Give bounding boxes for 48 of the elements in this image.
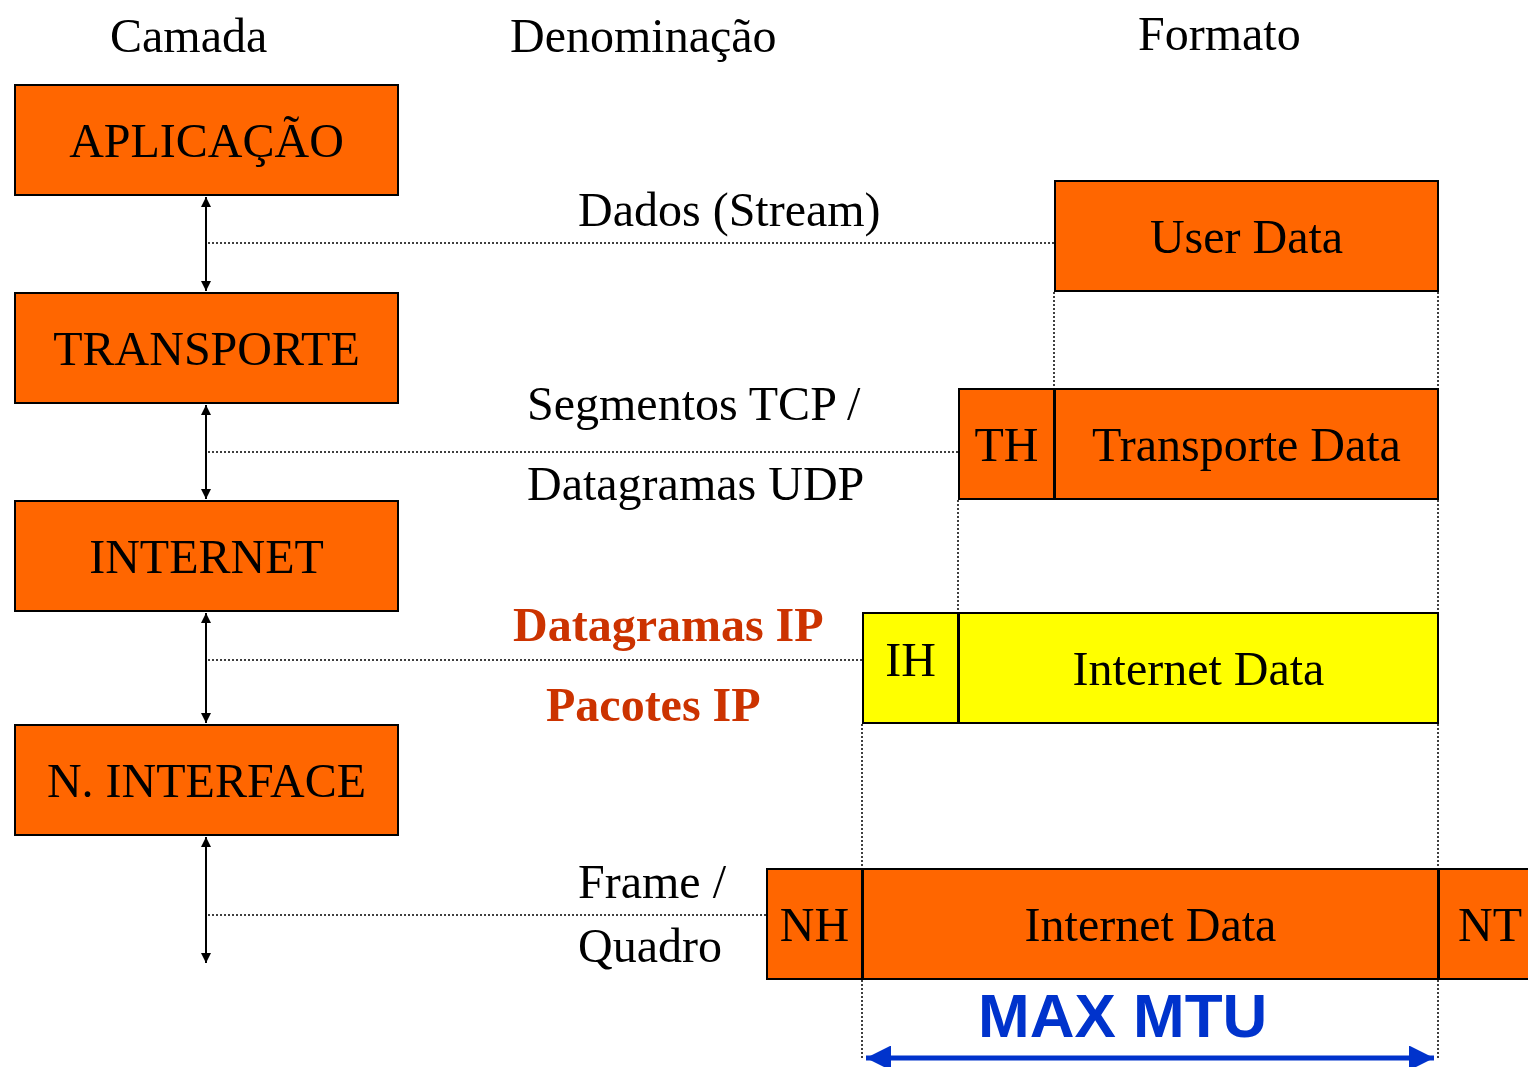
dotted-guide-line <box>1053 291 1055 389</box>
field-label: INTERNET <box>89 528 324 584</box>
header-field <box>862 612 959 724</box>
dotted-connector <box>207 451 959 453</box>
field-label: Transporte Data <box>1092 416 1401 472</box>
double-arrow <box>201 404 211 500</box>
data-field <box>958 612 1439 724</box>
layer-box <box>14 724 399 836</box>
unit-name: Pacotes IP <box>546 681 761 729</box>
dimension-label: MAX MTU <box>978 985 1268 1047</box>
field-label: TH <box>974 416 1039 472</box>
dotted-guide-line <box>957 499 959 613</box>
layer-box <box>14 84 399 196</box>
trailer-field <box>1438 868 1528 980</box>
data-field <box>862 868 1439 980</box>
column-heading: Formato <box>1138 10 1301 58</box>
data-field <box>1054 180 1439 292</box>
field-label: NT <box>1458 896 1522 952</box>
unit-name: Quadro <box>578 922 722 970</box>
layer-box <box>14 292 399 404</box>
field-label: NH <box>779 896 850 952</box>
double-arrow <box>201 612 211 724</box>
field-label: APLICAÇÃO <box>69 112 344 168</box>
unit-name: Datagramas UDP <box>527 460 865 508</box>
layer-box <box>14 500 399 612</box>
double-arrow <box>201 836 211 964</box>
column-heading: Denominação <box>510 12 777 60</box>
dotted-guide-line <box>1437 723 1439 869</box>
field-label: IH <box>885 632 936 687</box>
header-field <box>766 868 863 980</box>
field-label: TRANSPORTE <box>53 320 360 376</box>
header-field <box>958 388 1055 500</box>
data-field <box>1054 388 1439 500</box>
field-label: Internet Data <box>1024 896 1277 952</box>
unit-name: Segmentos TCP / <box>527 380 861 428</box>
double-arrow <box>201 196 211 292</box>
column-heading: Camada <box>110 12 268 60</box>
dotted-connector <box>207 242 1055 244</box>
unit-name: Datagramas IP <box>513 601 824 649</box>
field-label: Internet Data <box>1072 640 1325 696</box>
field-label: User Data <box>1149 208 1344 264</box>
dotted-connector <box>207 659 863 661</box>
dotted-guide-line <box>1437 499 1439 613</box>
dotted-guide-line <box>1437 291 1439 389</box>
field-label: N. INTERFACE <box>46 752 367 808</box>
dotted-connector <box>207 914 767 916</box>
dotted-guide-line <box>861 723 863 869</box>
unit-name: Frame / <box>578 858 726 906</box>
